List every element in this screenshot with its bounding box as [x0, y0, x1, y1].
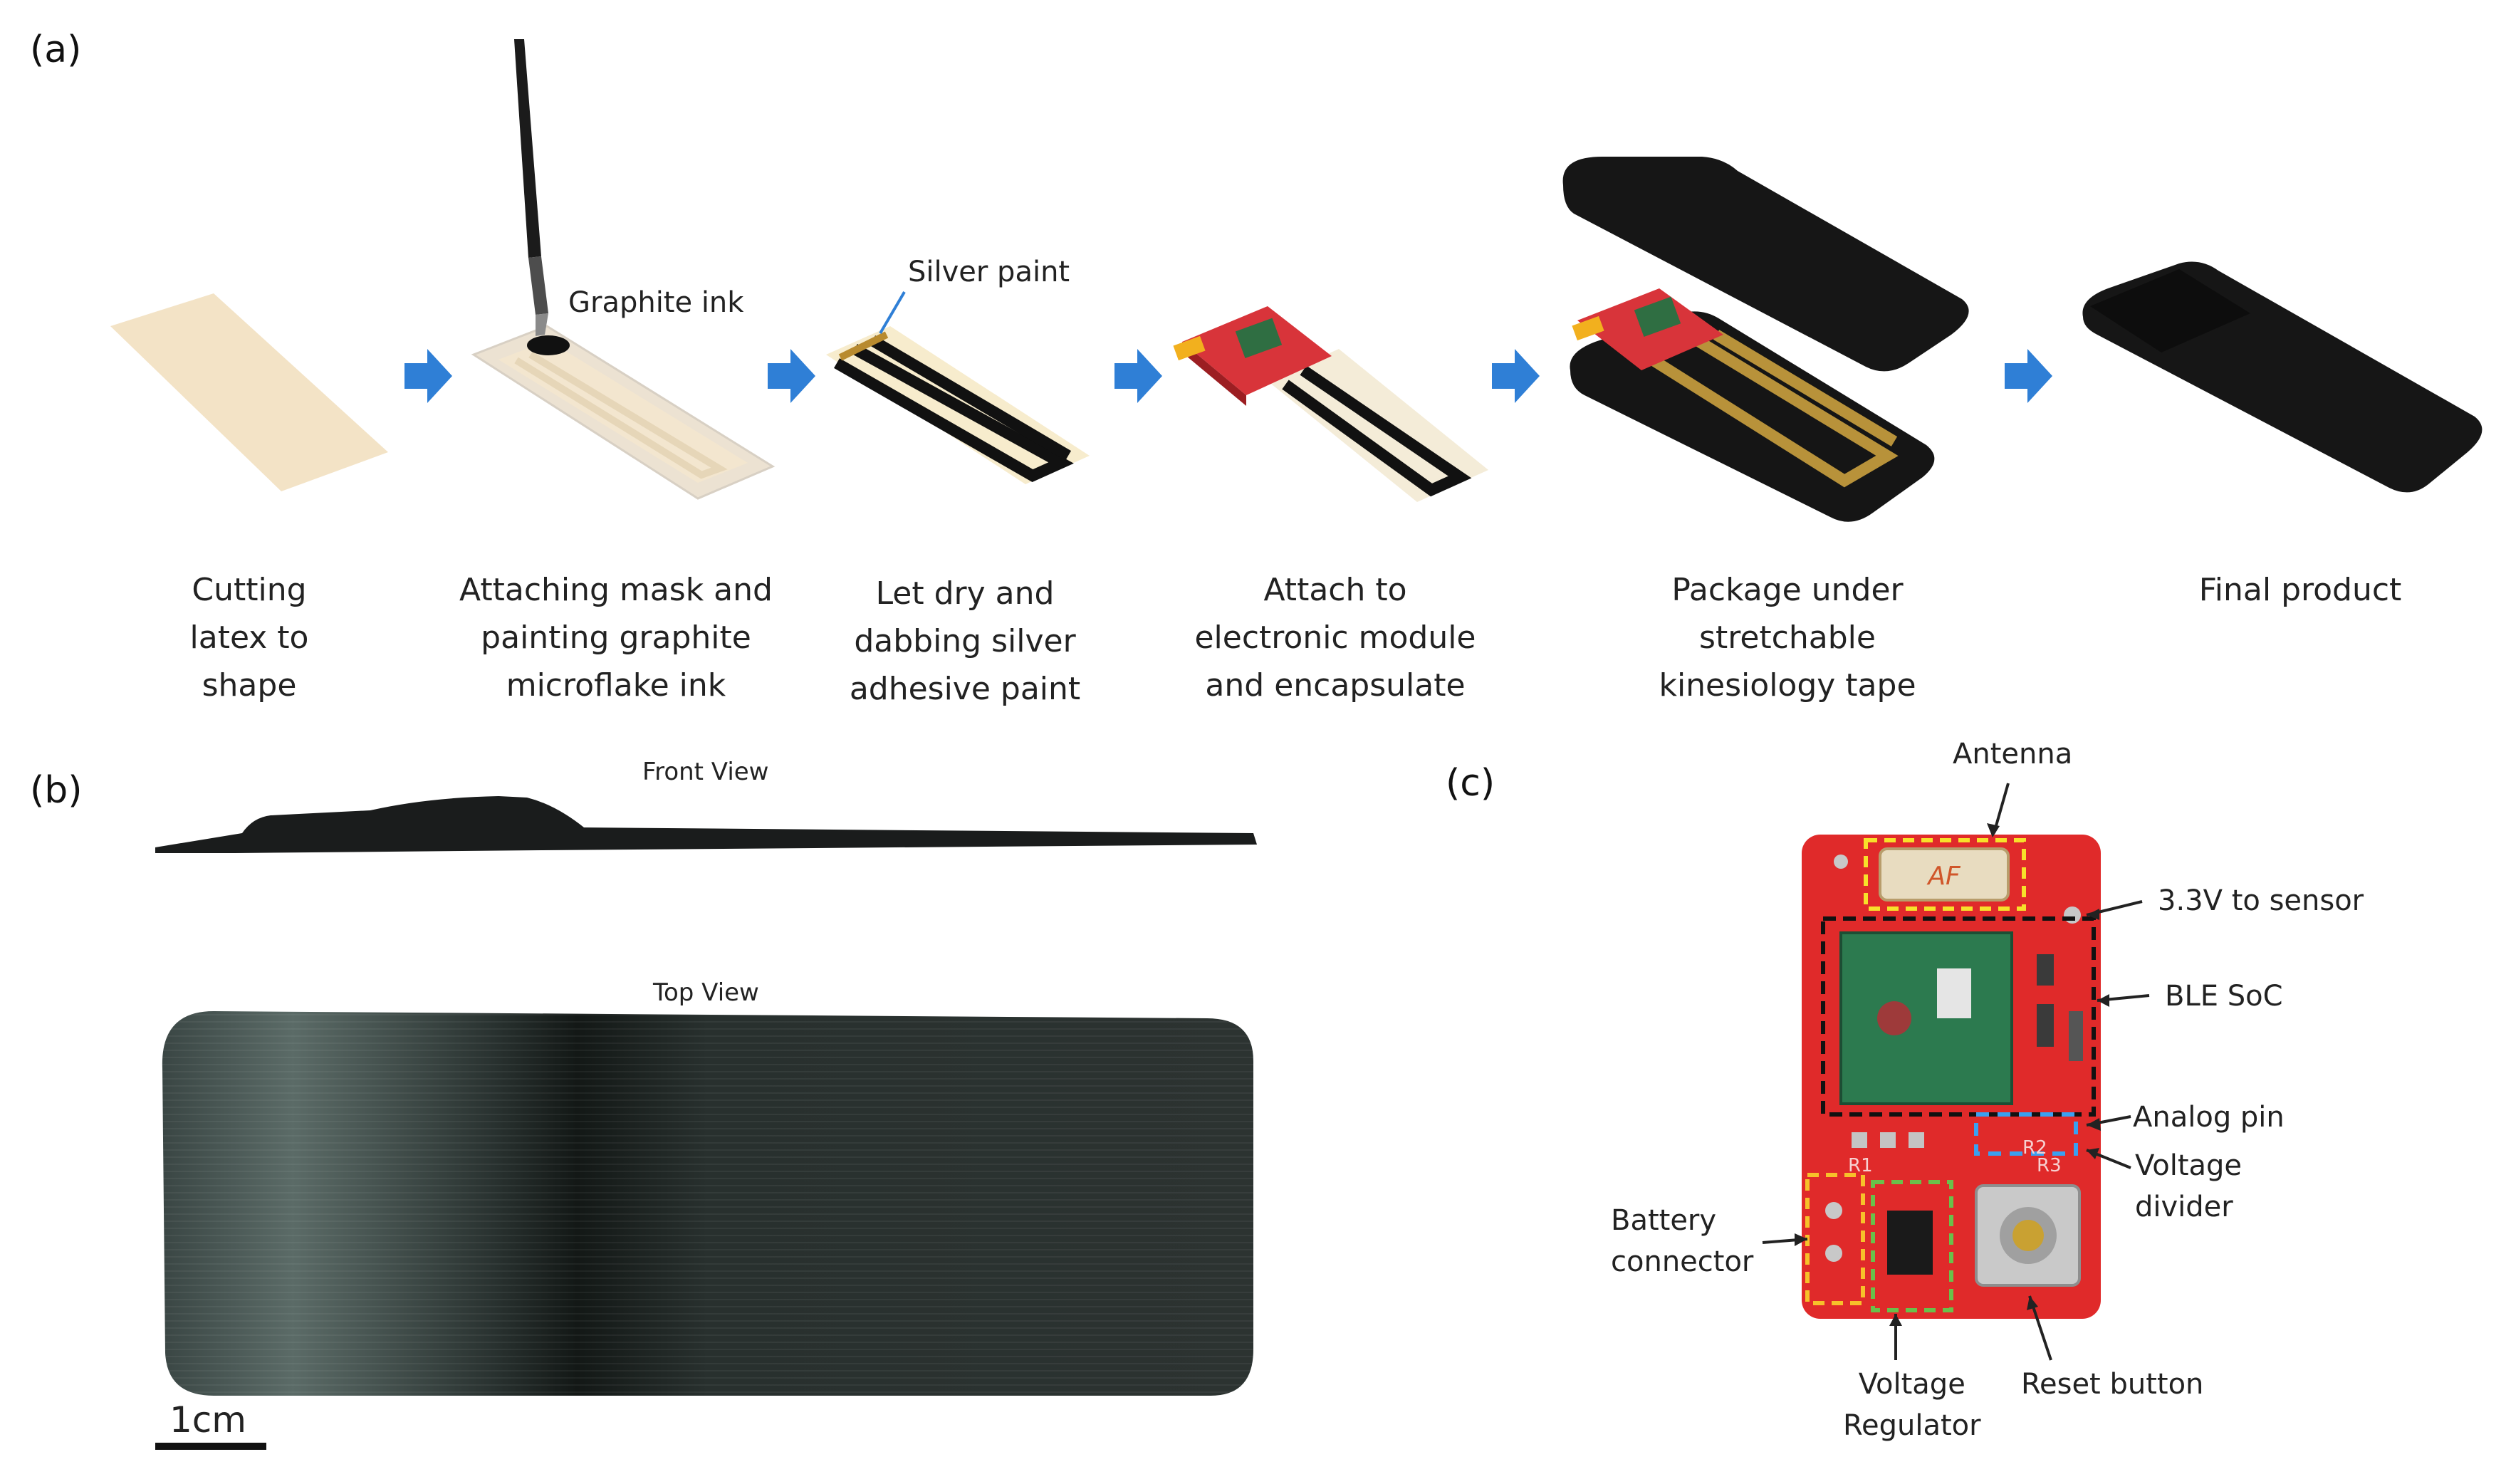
blue-arrow-3 [1114, 349, 1162, 403]
step-caption-3: Let dry and dabbing silver adhesive pain… [849, 575, 1081, 707]
voltage-regulator-label: Voltage Regulator [1843, 1368, 1981, 1442]
resistor-label-r3: R3 [2037, 1155, 2062, 1176]
step-caption-4: Attach to electronic module and encapsul… [1194, 572, 1476, 704]
blue-arrow-2 [768, 349, 815, 403]
front-view-label: Front View [642, 758, 769, 786]
silver-paint-label: Silver paint [908, 256, 1070, 288]
graphite-ink-label: Graphite ink [568, 286, 744, 319]
voltage-divider-label: Voltage divider [2135, 1149, 2243, 1223]
step-caption-6: Final product [2198, 572, 2402, 608]
resistor-label-r2: R2 [2022, 1137, 2047, 1159]
pcb-board: AF R1 R2 R3 [1802, 835, 2101, 1319]
top-view-fabric [162, 1011, 1253, 1396]
panel-label-b: (b) [30, 769, 83, 812]
battery-connector-label: Battery connector [1611, 1204, 1754, 1278]
step1-latex-strip [110, 293, 388, 491]
antenna-chip-marking: AF [1926, 862, 1961, 891]
scale-bar [155, 1443, 266, 1450]
step-caption-5: Package under stretchable kinesiology ta… [1659, 572, 1916, 704]
scale-bar-label: 1cm [169, 1399, 247, 1441]
antenna-label: Antenna [1953, 738, 2073, 770]
blue-arrow-5 [2005, 349, 2052, 403]
sensor-label: 3.3V to sensor [2158, 884, 2364, 917]
panel-label-a: (a) [30, 28, 82, 71]
top-view-label: Top View [653, 978, 759, 1007]
front-view-profile [155, 796, 1257, 853]
blue-arrow-4 [1492, 349, 1540, 403]
panel-label-c: (c) [1446, 762, 1495, 805]
step3-silver-paint [826, 291, 1090, 484]
blue-arrow-1 [404, 349, 452, 403]
step2-mask-graphite [471, 39, 776, 500]
step-caption-1: Cutting latex to shape [189, 572, 309, 704]
step6-final-product [2082, 261, 2482, 493]
ble-soc-label: BLE SoC [2165, 980, 2283, 1013]
analog-pin-label: Analog pin [2133, 1101, 2285, 1134]
step-caption-2: Attaching mask and painting graphite mic… [459, 572, 773, 704]
callout-arrowheads [1795, 823, 2109, 1326]
reset-button-label: Reset button [2021, 1368, 2204, 1401]
step4-module [1173, 306, 1488, 502]
step5-package [1562, 157, 1969, 522]
